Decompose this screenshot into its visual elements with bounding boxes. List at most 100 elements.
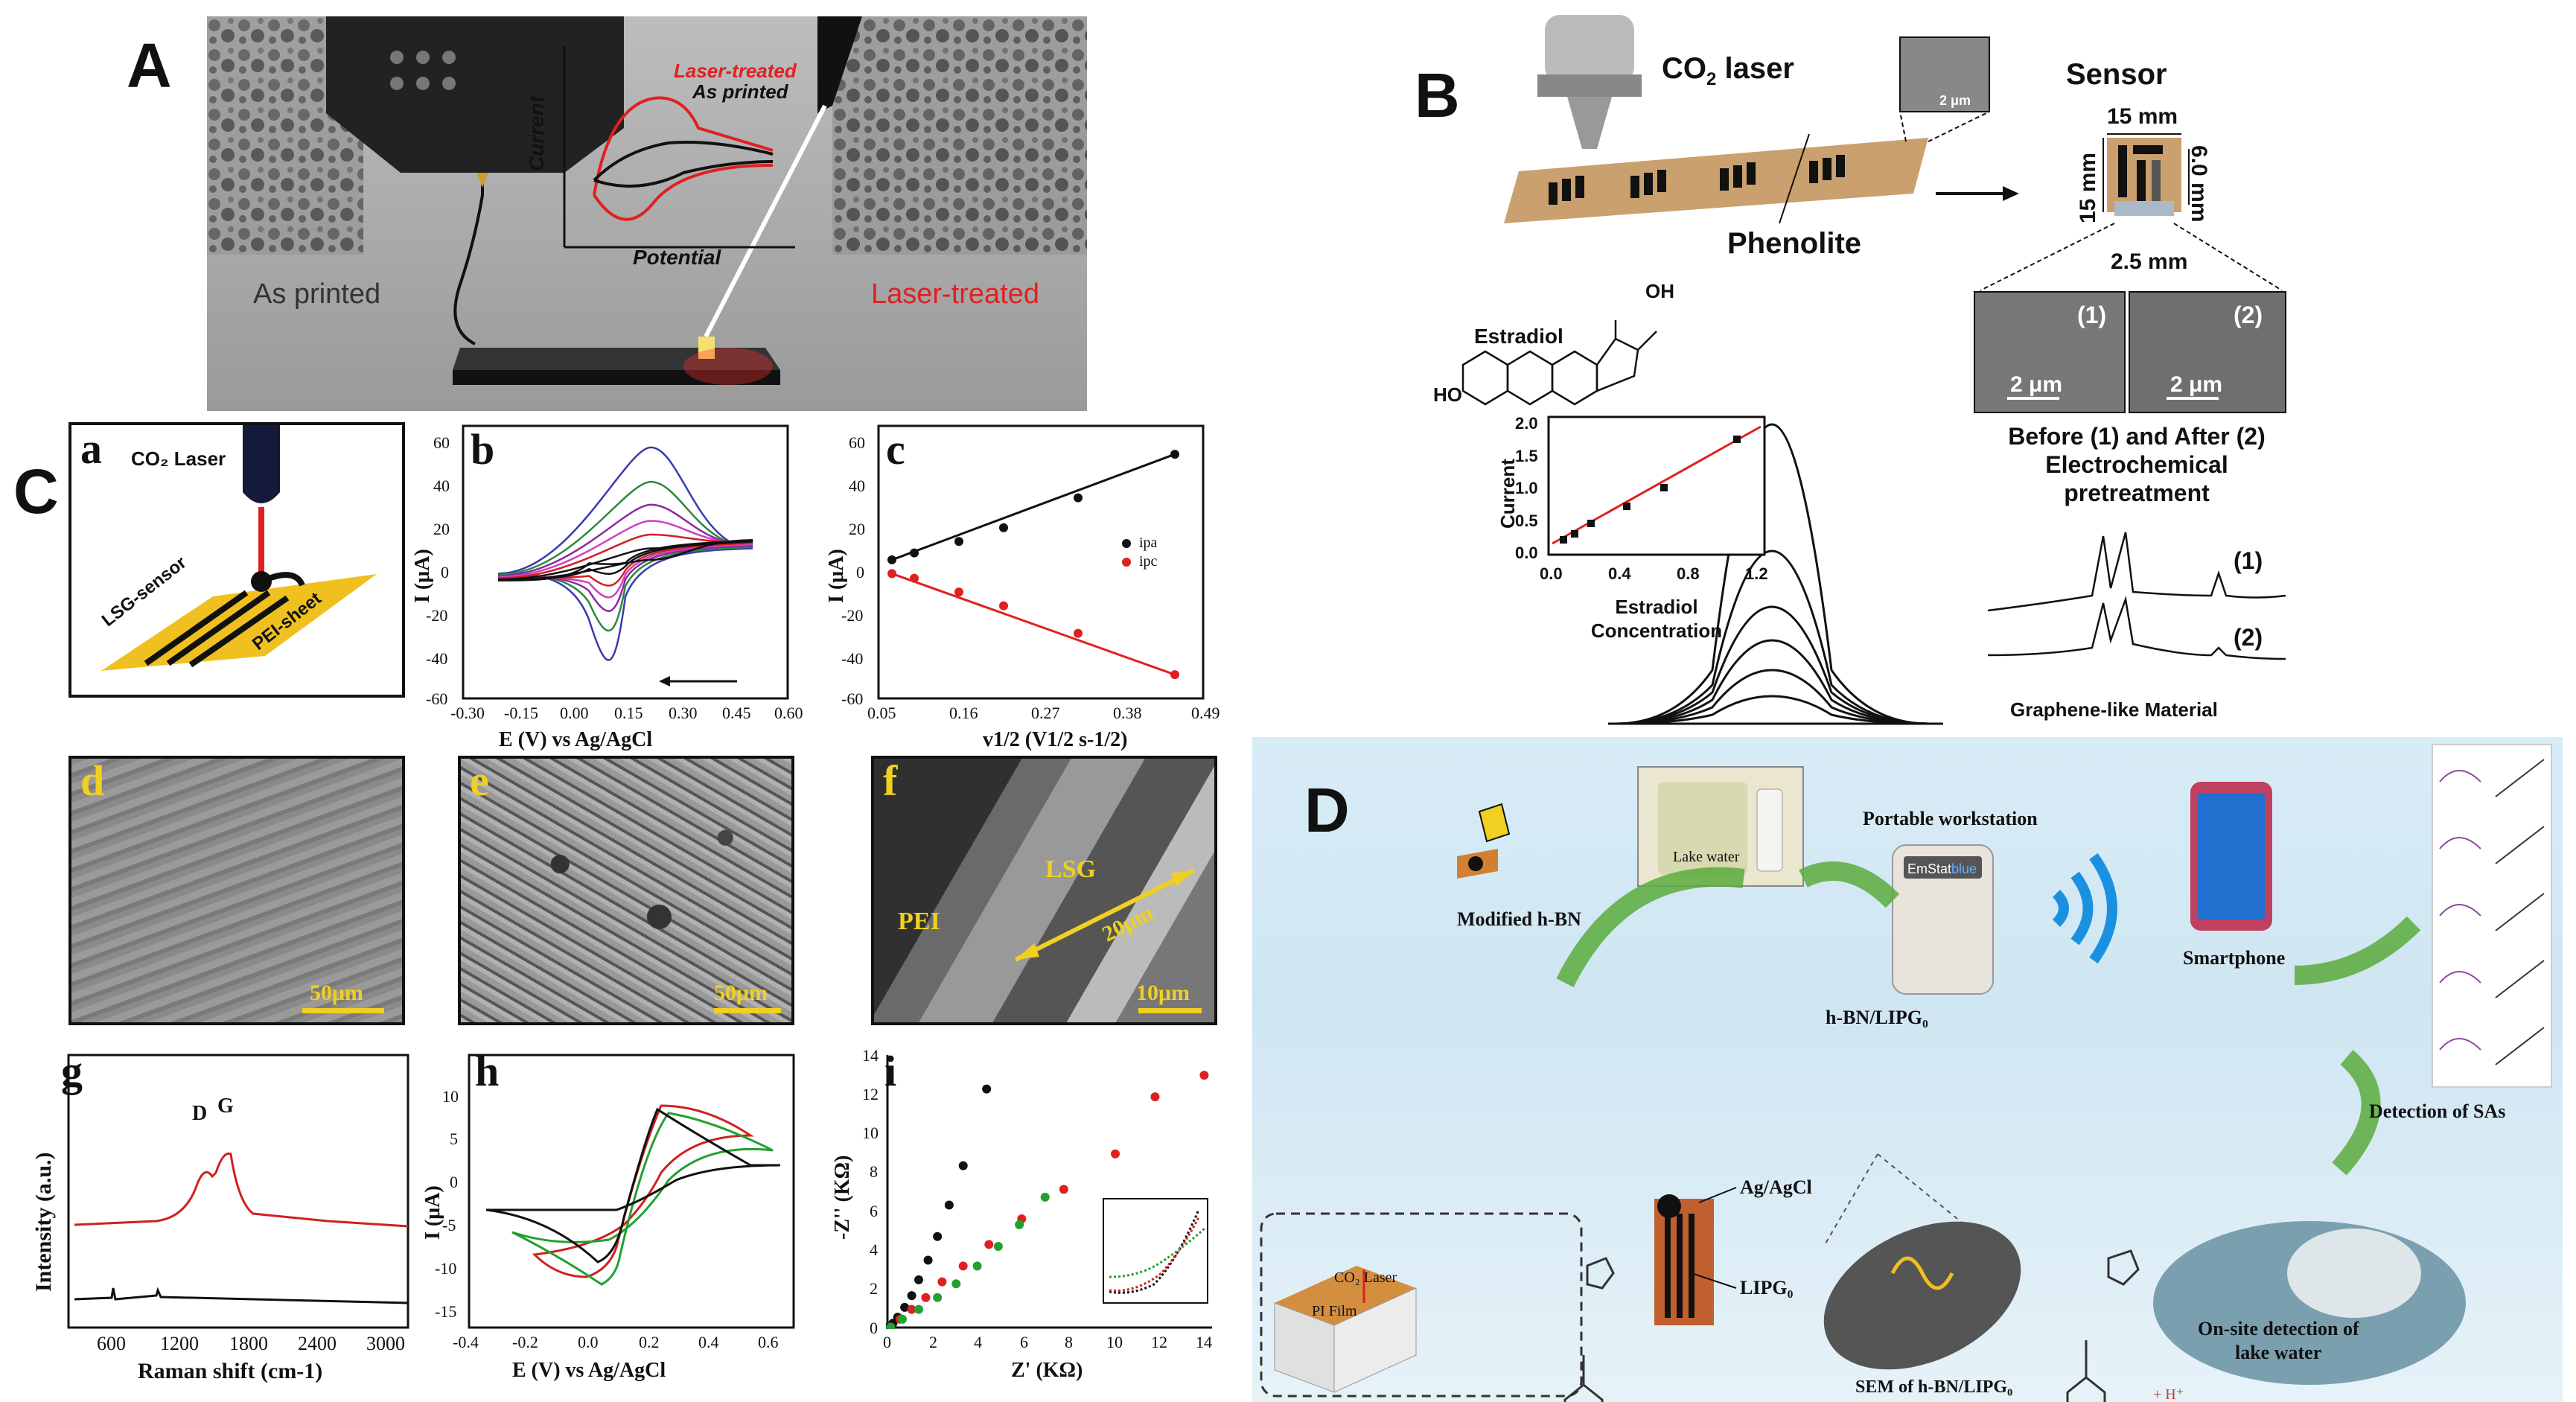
c-b-ytick-6: -60	[426, 689, 448, 708]
top-sem-scale: 2 μm	[1939, 93, 1971, 108]
cv-h-green	[511, 1112, 774, 1286]
d-smartphone: Smartphone	[2183, 947, 2286, 969]
d-onsite-2: lake water	[2235, 1342, 2322, 1363]
calib-xtick-3: 1.2	[1745, 564, 1768, 583]
c-i-ytick-6: 12	[862, 1085, 879, 1103]
panel-a-letter: A	[127, 31, 172, 101]
nyquist-point-2-4	[951, 1279, 961, 1289]
nyquist-point-0-6	[923, 1255, 933, 1265]
cv-b-curve-0	[497, 446, 753, 661]
c-d-tag: d	[80, 756, 105, 805]
c-c-ytick-1: 40	[849, 477, 865, 495]
c-i-xtick-3: 6	[1020, 1333, 1028, 1351]
calib-xlabel-1: Estradiol	[1615, 596, 1698, 618]
d-co2-laser: CO₂ Laser	[1334, 1269, 1397, 1286]
nyquist-point-0-9	[958, 1161, 968, 1170]
panel-c-g: g D G 600 1200 1800 2400 3000 Raman shif…	[22, 1046, 424, 1402]
nyquist-point-0-5	[914, 1275, 923, 1284]
c-a-tag: a	[80, 424, 102, 473]
c-c-ytick-0: 60	[849, 433, 865, 452]
d-device-brand: EmStatblue	[1907, 861, 1977, 876]
panel-a-illustration	[207, 16, 1087, 411]
c-i-xtick-0: 0	[883, 1333, 891, 1351]
c-i-ytick-5: 10	[862, 1124, 879, 1142]
sem-hbn-lipg	[1823, 1221, 2021, 1370]
panel-b: B	[1392, 0, 2576, 733]
panel-d-letter: D	[1304, 775, 1350, 845]
panel-a: A Laser-	[0, 0, 1094, 417]
c-c-ytick-5: -40	[841, 649, 864, 668]
nyquist-point-1-4	[937, 1277, 947, 1287]
nyquist-point-1-5	[958, 1261, 968, 1271]
c-b-ytick-1: 40	[433, 477, 450, 495]
fit-line-ipa	[891, 453, 1176, 561]
c-b-xtick-2: 0.00	[560, 704, 589, 722]
calib-xtick-2: 0.8	[1677, 564, 1700, 583]
c-g-ylabel: Intensity (a.u.)	[31, 1152, 56, 1292]
c-c-tag: c	[886, 425, 905, 474]
nyquist-point-2-6	[993, 1242, 1003, 1251]
point-ipa-1	[910, 548, 919, 558]
raman-tag-2: (2)	[2234, 624, 2263, 651]
d-detection: Detection of SAs	[2369, 1100, 2506, 1122]
panel-c-c: c ipa ipc 0.05 0.16 0.27 0.38 0.49 60 40…	[812, 417, 1228, 759]
ho-label: HO	[1433, 383, 1462, 406]
panel-c-i: i 0 2 4 6 8 10 12 14 0 2 4 6 8 10 12 14 …	[825, 1046, 1242, 1402]
d-pi-film: PI Film	[1312, 1303, 1357, 1319]
dim-6: 6.0 mm	[2187, 145, 2211, 223]
c-b-ylabel: I (μA)	[411, 549, 434, 603]
nyquist-point-1-8	[1059, 1185, 1068, 1194]
lipg-electrode	[1654, 1194, 1714, 1325]
c-i-ytick-4: 8	[870, 1162, 878, 1181]
c-i-ytick-3: 6	[870, 1202, 878, 1220]
c-g-xtick-1: 1200	[160, 1333, 199, 1354]
calib-ytick-3: 1.5	[1515, 447, 1538, 465]
nyquist-point-1-3	[921, 1293, 931, 1302]
c-h-xtick-1: -0.2	[512, 1333, 538, 1351]
panel-c-h: h -0.4 -0.2 0.0 0.2 0.4 0.6 10 5 0 -5 -1…	[421, 1046, 817, 1402]
modified-hbn-electrode	[1457, 803, 1511, 879]
laser-treated-sem	[832, 16, 1087, 255]
d-lake-water: Lake water	[1673, 849, 1740, 865]
c-g-peak-d: D	[192, 1102, 208, 1125]
calib-ytick-2: 1.0	[1515, 479, 1538, 497]
c-c-ytick-2: 20	[849, 520, 865, 538]
c-h-xtick-3: 0.2	[639, 1333, 660, 1351]
c-b-xtick-4: 0.30	[669, 704, 698, 722]
inset-ylabel: Current	[525, 95, 548, 171]
nyquist-point-2-1	[898, 1314, 907, 1324]
c-h-ytick-2: 0	[450, 1173, 458, 1191]
nyquist-point-1-11	[1199, 1071, 1209, 1080]
dim-25: 2.5 mm	[2111, 249, 2188, 274]
panel-d: D	[1252, 737, 2563, 1402]
c-i-xtick-4: 8	[1065, 1333, 1073, 1351]
c-i-xtick-2: 4	[974, 1333, 982, 1351]
cv-h-red	[532, 1104, 754, 1278]
c-i-ytick-7: 14	[862, 1046, 879, 1065]
raman-g-red	[74, 1152, 409, 1228]
laser-pen	[817, 16, 862, 113]
nyquist-point-0-8	[944, 1200, 954, 1210]
fit-line-ipc	[891, 573, 1176, 676]
label-as-printed: As printed	[253, 278, 381, 310]
c-c-legend-ipa: ipa	[1139, 535, 1158, 551]
nyquist-plot-i	[886, 1055, 1212, 1329]
point-ipc-0	[887, 569, 896, 579]
pretreatment-caption-3: pretreatment	[2064, 479, 2210, 506]
c-i-xtick-5: 10	[1106, 1333, 1123, 1351]
dim-15-top: 15 mm	[2107, 104, 2178, 129]
sem-after	[2129, 291, 2286, 413]
c-f-scalebar	[1138, 1008, 1202, 1013]
cv-plot-h	[468, 1054, 795, 1329]
raman-plot-g	[67, 1054, 409, 1329]
c-b-ytick-3: 0	[441, 563, 449, 581]
laser-box	[1274, 1266, 1417, 1393]
c-b-xtick-6: 0.60	[774, 704, 803, 722]
calib-xlabel-2: Concentration	[1590, 619, 1723, 642]
c-g-xtick-2: 1800	[229, 1333, 268, 1354]
cv-plot-b	[462, 424, 789, 700]
d-lipg: LIPG₀	[1740, 1277, 1794, 1299]
panel-c-a: a CO₂ Laser LSG-sensor PEI-sheet	[68, 422, 405, 698]
c-e-scale: 50μm	[714, 981, 768, 1005]
c-b-tag: b	[471, 425, 495, 474]
